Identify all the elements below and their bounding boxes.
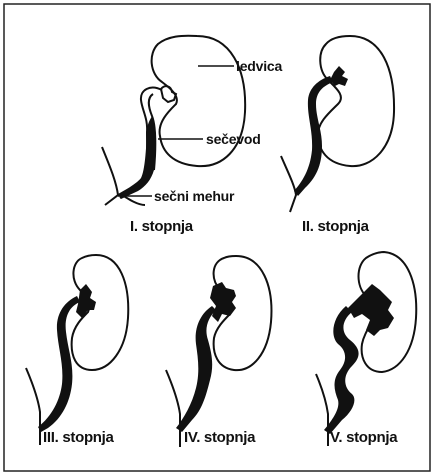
stage-4-label: IV. stopnja bbox=[184, 429, 256, 446]
stage-2-label: II. stopnja bbox=[302, 218, 370, 235]
stage-3-label: III. stopnja bbox=[43, 429, 115, 446]
kidney-label: ledvica bbox=[236, 58, 282, 74]
stage-5-label: V. stopnja bbox=[330, 429, 398, 446]
stage-1-label: I. stopnja bbox=[130, 218, 194, 235]
bladder-label: sečni mehur bbox=[154, 188, 235, 204]
ureter-label: sečevod bbox=[206, 131, 261, 147]
